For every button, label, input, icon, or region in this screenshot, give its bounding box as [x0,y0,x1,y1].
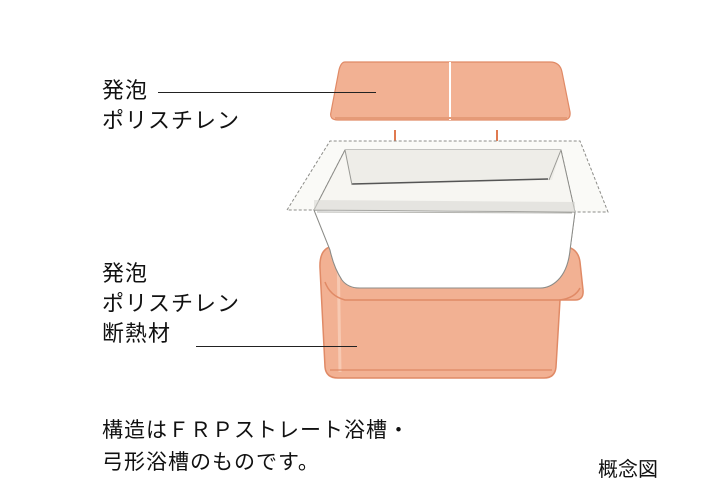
foam-lid [330,61,571,121]
foam-insulation-rim [324,281,581,301]
structure-note: 構造はＦＲＰストレート浴槽・ 弓形浴槽のものです。 [102,414,410,478]
insulation-label-line-3: 断熱材 [102,322,172,347]
insulation-leader-line [196,346,357,347]
lid-label-line-1: 発泡 [102,79,149,104]
lid-label: 発泡 ポリスチレン [102,77,240,137]
structure-note-line-1: 構造はＦＲＰストレート浴槽・ [102,418,410,442]
insulation-label-line-1: 発泡 [102,262,149,287]
insulation-label: 発泡 ポリスチレン 断熱材 [102,260,240,350]
lid-leader-line [158,92,376,93]
insulation-label-line-2: ポリスチレン [102,292,241,317]
lid-label-line-2: ポリスチレン [102,109,241,134]
frp-bathtub [286,140,609,289]
diagram-caption: 概念図 [598,457,658,481]
structure-note-line-2: 弓形浴槽のものです。 [102,450,320,474]
